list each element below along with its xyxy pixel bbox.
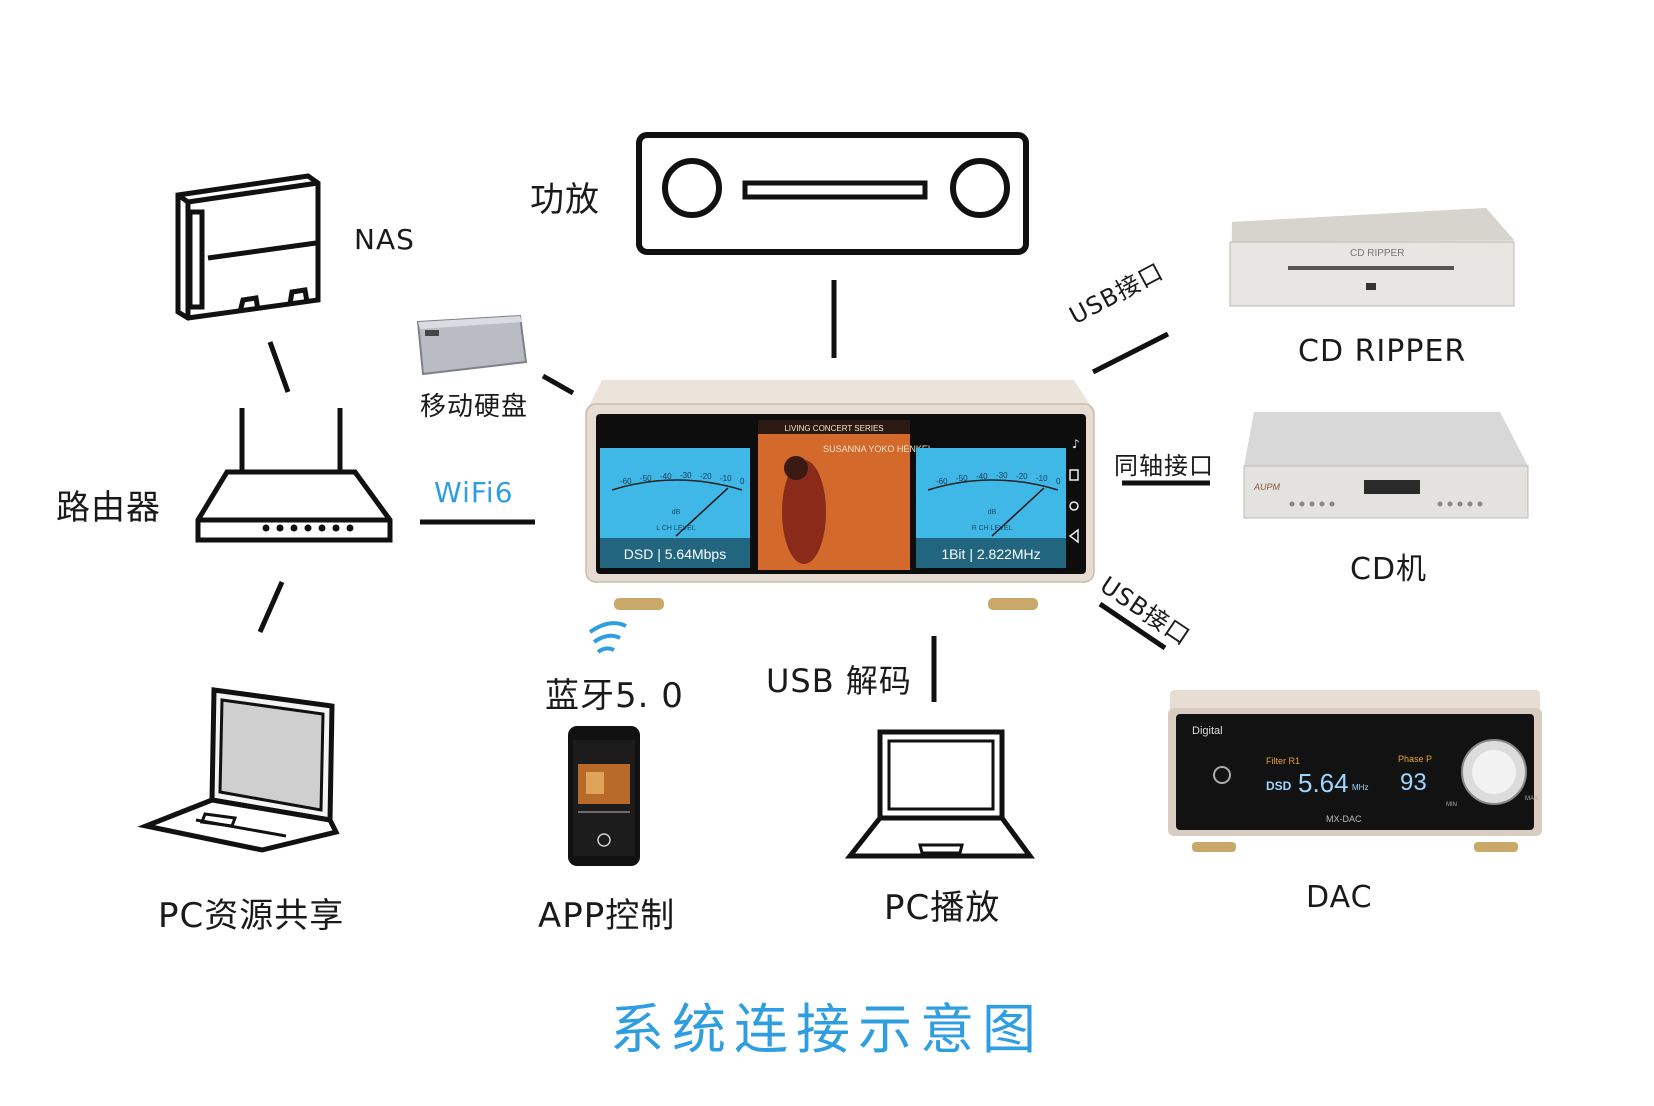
line-usb-bottom [1098, 601, 1167, 651]
square-icon [1069, 469, 1079, 481]
dac-volume: 93 [1400, 769, 1427, 796]
router-icon [195, 408, 393, 543]
label-wifi: WiFi6 [434, 476, 514, 509]
label-dac: DAC [1306, 880, 1373, 915]
dac-rate-unit: MHz [1352, 783, 1368, 792]
left-meter-tick: -60 [620, 477, 632, 486]
meter-scales: -60 -50 -40 -30 -20 -10 0 -60 -50 -40 -30 -20 -10 0 [620, 471, 1061, 486]
laptop-play-icon [844, 729, 1035, 859]
line-usb-top [1091, 331, 1170, 375]
label-coaxial: 同轴接口 [1114, 452, 1214, 480]
right-meter-tick: -30 [996, 471, 1008, 480]
dac-device: Digital Filter R1 Phase P DSD 5.64 MHz 9… [1168, 690, 1542, 852]
dac-format: DSD [1266, 779, 1292, 793]
phone-icon [568, 726, 640, 866]
left-meter-tick: -20 [700, 472, 712, 481]
label-router: 路由器 [56, 488, 161, 528]
nas-icon [175, 173, 321, 321]
back-icon [1068, 528, 1079, 544]
right-meter-unit: dB [988, 509, 997, 516]
cd-ripper-face-label: CD RIPPER [1350, 248, 1404, 259]
cd-ripper-device: CD RIPPER [1229, 208, 1515, 307]
left-meter-unit: dB [672, 509, 681, 516]
right-meter-status: 1Bit | 2.822MHz [941, 546, 1040, 562]
portable-drive-icon [416, 314, 528, 376]
album-artist: SUSANNA YOKO HENKEL [823, 444, 933, 454]
label-portable-drive: 移动硬盘 [420, 392, 529, 422]
label-bluetooth: 蓝牙5. 0 [545, 676, 684, 716]
label-app: APP控制 [538, 896, 676, 936]
left-meter-label: L CH LEVEL [656, 525, 696, 532]
diagram-title: 系统连接示意图 [610, 998, 1044, 1061]
connector-lines [257, 280, 1210, 702]
right-meter-tick: -60 [936, 477, 948, 486]
dac-phase: Phase P [1398, 754, 1432, 764]
right-meter-tick: -50 [956, 474, 968, 483]
right-meter-tick: -10 [1036, 474, 1048, 483]
left-meter-tick: -10 [720, 474, 732, 483]
dac-filter: Filter R1 [1266, 756, 1300, 766]
line-drive [541, 373, 575, 396]
dac-rate: 5.64 [1298, 768, 1349, 798]
main-unit-device: dB L CH LEVEL DSD | 5.64Mbps LIVING CONC… [585, 380, 1095, 610]
circle-icon [1069, 501, 1079, 511]
svg-text:AUPM: AUPM [1253, 482, 1281, 492]
right-meter-tick: -40 [976, 472, 988, 481]
label-nas: NAS [354, 223, 415, 256]
music-note-icon: ♪ [1072, 437, 1080, 451]
dac-knob-min: MIN [1446, 802, 1457, 808]
label-pc-play: PC播放 [884, 888, 1001, 928]
left-meter-tick: -50 [640, 474, 652, 483]
right-meter-tick: 0 [1056, 477, 1061, 486]
line-nas-router [267, 341, 291, 393]
right-meter-label: R CH LEVEL [972, 525, 1013, 532]
label-amp: 功放 [530, 180, 600, 220]
label-cd-player: CD机 [1350, 552, 1428, 587]
left-meter-status: DSD | 5.64Mbps [624, 546, 726, 562]
line-router-pc [257, 580, 285, 634]
left-meter-tick: -40 [660, 472, 672, 481]
label-cd-ripper: CD RIPPER [1298, 334, 1467, 369]
right-meter-tick: -20 [1016, 472, 1028, 481]
album-series: LIVING CONCERT SERIES [784, 424, 883, 433]
dac-knob-max: MAX [1525, 796, 1538, 802]
dac-model: MX-DAC [1326, 814, 1362, 824]
label-pc-share: PC资源共享 [158, 896, 345, 936]
amplifier-icon [636, 132, 1029, 255]
dac-brand: Digital [1192, 725, 1223, 737]
left-meter-tick: -30 [680, 471, 692, 480]
laptop-share-icon [137, 687, 340, 853]
bluetooth-signal-icon [588, 621, 627, 654]
cd-player-device: AUPM [1243, 412, 1529, 519]
label-usb-decode: USB 解码 [766, 662, 912, 700]
left-meter-tick: 0 [740, 477, 745, 486]
